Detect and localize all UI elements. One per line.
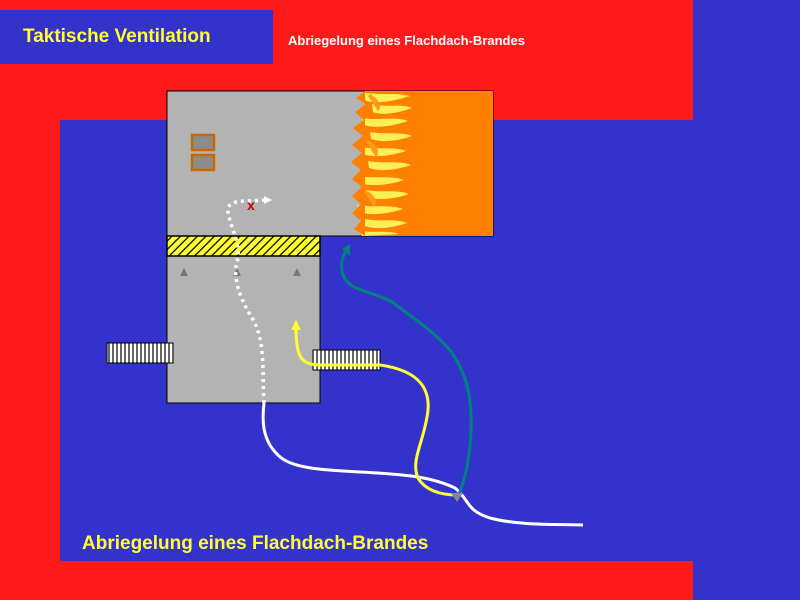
ventilator-right [312, 349, 381, 371]
position-marker-x: x [247, 197, 255, 213]
room-box-2 [190, 153, 216, 172]
building-lower-section [166, 235, 321, 404]
hose-white [261, 402, 584, 527]
hose-white-arrowhead [264, 196, 272, 204]
hose-yellow [294, 327, 458, 497]
hose-teal-arrowhead [342, 244, 350, 256]
title-box [0, 10, 273, 64]
triangle-marker-1 [180, 268, 188, 276]
triangle-marker-3 [293, 268, 301, 276]
red-background-left [0, 0, 60, 600]
hose-distributor [451, 493, 463, 502]
red-background-bottom [0, 561, 693, 600]
hose-yellow-arrowhead [291, 320, 301, 330]
page-subtitle: Abriegelung eines Flachdach-Brandes [288, 33, 525, 48]
fire-barrier-hatched [166, 235, 321, 257]
blue-background-right [693, 0, 800, 600]
bottom-caption: Abriegelung eines Flachdach-Brandes [82, 533, 429, 554]
page-title: Taktische Ventilation [23, 26, 211, 47]
room-box-1 [190, 133, 216, 152]
ventilator-left [106, 342, 174, 364]
hose-teal [340, 249, 473, 498]
hose-white-interior [226, 198, 266, 404]
flames [351, 91, 412, 236]
